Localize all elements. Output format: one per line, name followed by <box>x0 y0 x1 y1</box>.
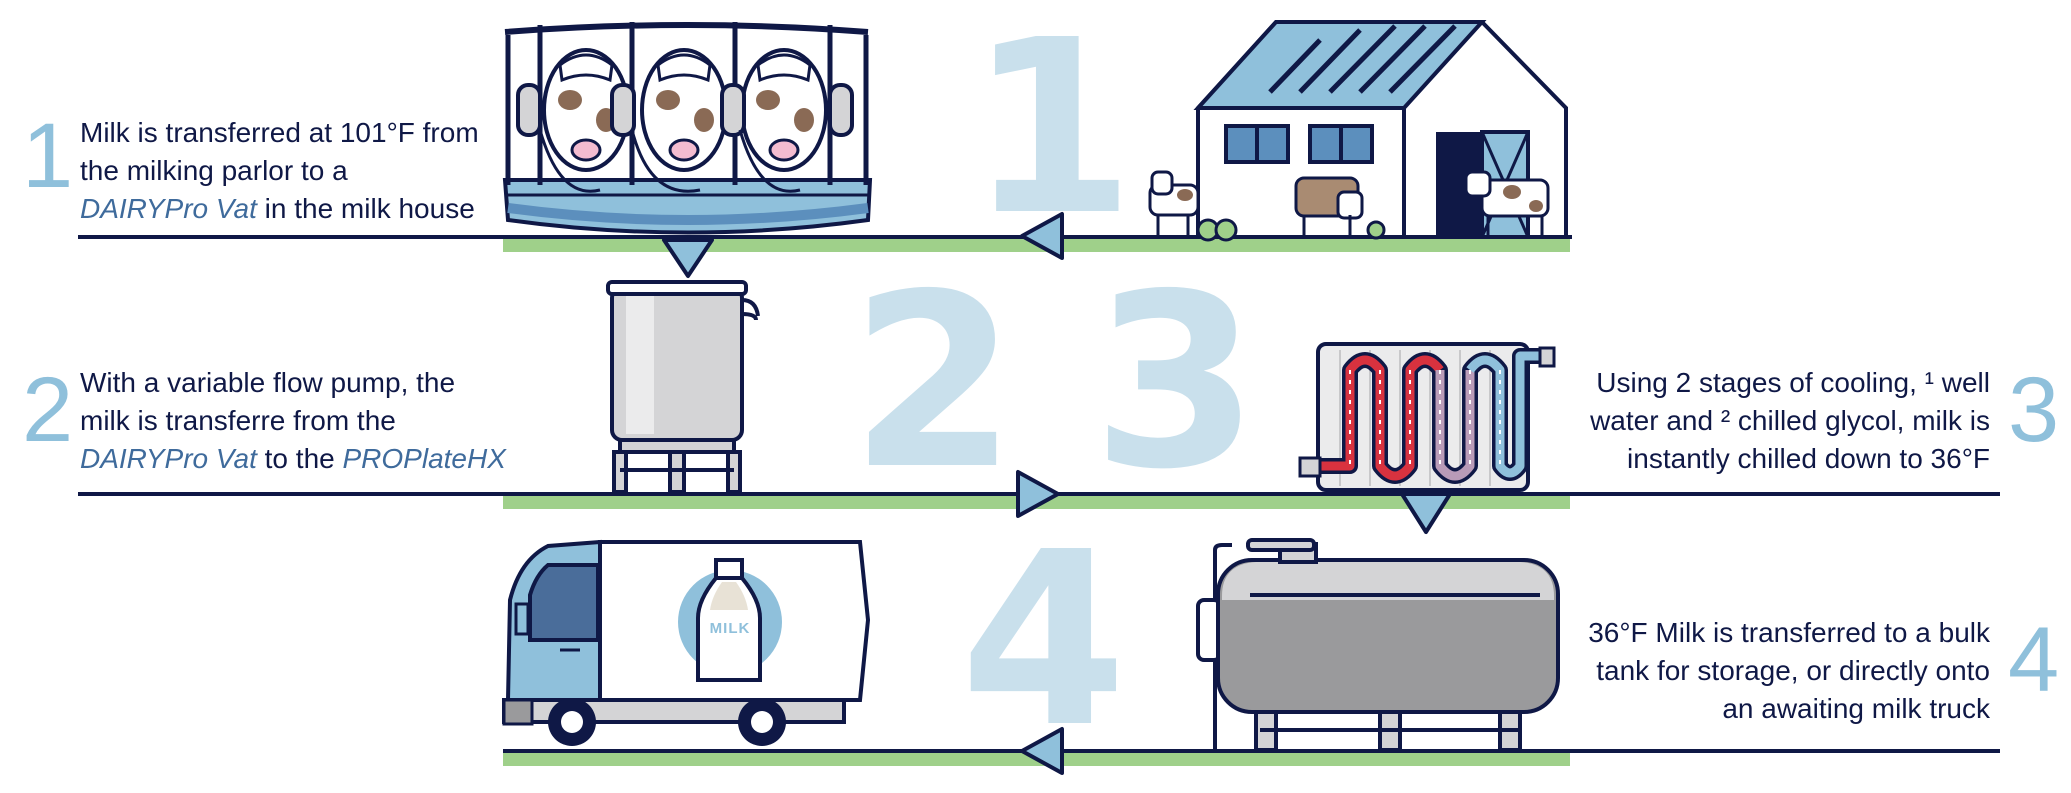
ground-row-1 <box>78 235 1572 252</box>
step-1-line-2: the milking parlor to a <box>80 155 348 186</box>
big-step-number-4: 4 <box>960 500 1127 780</box>
cow-icon <box>1464 170 1550 236</box>
step-4-line-2: tank for storage, or directly onto <box>1596 655 1990 686</box>
step-2-line-1: With a variable flow pump, the <box>80 367 456 398</box>
arrow-down-icon <box>1400 492 1452 534</box>
bulk-tank-icon <box>1196 538 1560 752</box>
step-2-line-3-mid: to the <box>256 443 343 474</box>
step-number-1: 1 <box>22 105 74 207</box>
proplatehx-brand: PROPlateHX <box>342 443 506 474</box>
step-2-description: With a variable flow pump, the milk is t… <box>80 364 520 478</box>
cow-icon <box>1294 176 1364 236</box>
milking-parlor-icon <box>502 22 873 235</box>
step-2-line-3: DAIRYPro Vat to the PROPlateHX <box>80 440 520 478</box>
step-3-line-1: Using 2 stages of cooling, ¹ well <box>1596 367 1990 398</box>
dairypro-vat-brand: DAIRYPro Vat <box>80 443 257 474</box>
plate-heat-exchanger-icon <box>1298 342 1556 492</box>
step-number-4: 4 <box>2008 609 2060 711</box>
step-3-line-2: water and ² chilled glycol, milk is <box>1590 405 1990 436</box>
step-4-line-1: 36°F Milk is transferred to a bulk <box>1588 617 1990 648</box>
step-number-2: 2 <box>22 359 74 461</box>
dairy-vat-icon <box>606 280 760 494</box>
step-number-3: 3 <box>2008 359 2060 461</box>
step-1-description: Milk is transferred at 101°F from the mi… <box>80 114 520 228</box>
step-2-line-2: milk is transferre from the <box>80 405 396 436</box>
step-3-line-3: instantly chilled down to 36°F <box>1627 443 1990 474</box>
cow-icon <box>1148 170 1200 236</box>
step-1-line-3: DAIRYPro Vat in the milk house <box>80 190 520 228</box>
step-3-description: Using 2 stages of cooling, ¹ well water … <box>1560 364 1990 478</box>
milk-label: MILK <box>709 620 751 637</box>
dairypro-vat-brand: DAIRYPro Vat <box>80 193 257 224</box>
milk-truck-icon <box>502 539 871 746</box>
arrow-down-icon <box>662 238 714 278</box>
step-4-line-3: an awaiting milk truck <box>1722 693 1990 724</box>
arrow-left-icon <box>1020 727 1064 775</box>
step-1-line-1: Milk is transferred at 101°F from <box>80 117 479 148</box>
ground-row-3 <box>503 749 2000 766</box>
big-step-number-2: 2 <box>850 242 1017 522</box>
step-4-description: 36°F Milk is transferred to a bulk tank … <box>1560 614 1990 728</box>
milk-bottle-icon <box>696 558 762 682</box>
arrow-right-icon <box>1016 470 1060 518</box>
big-step-number-1: 1 <box>968 0 1135 268</box>
big-step-number-3: 3 <box>1092 242 1259 522</box>
arrow-left-icon <box>1020 212 1064 260</box>
step-1-line-3-text: in the milk house <box>256 193 475 224</box>
